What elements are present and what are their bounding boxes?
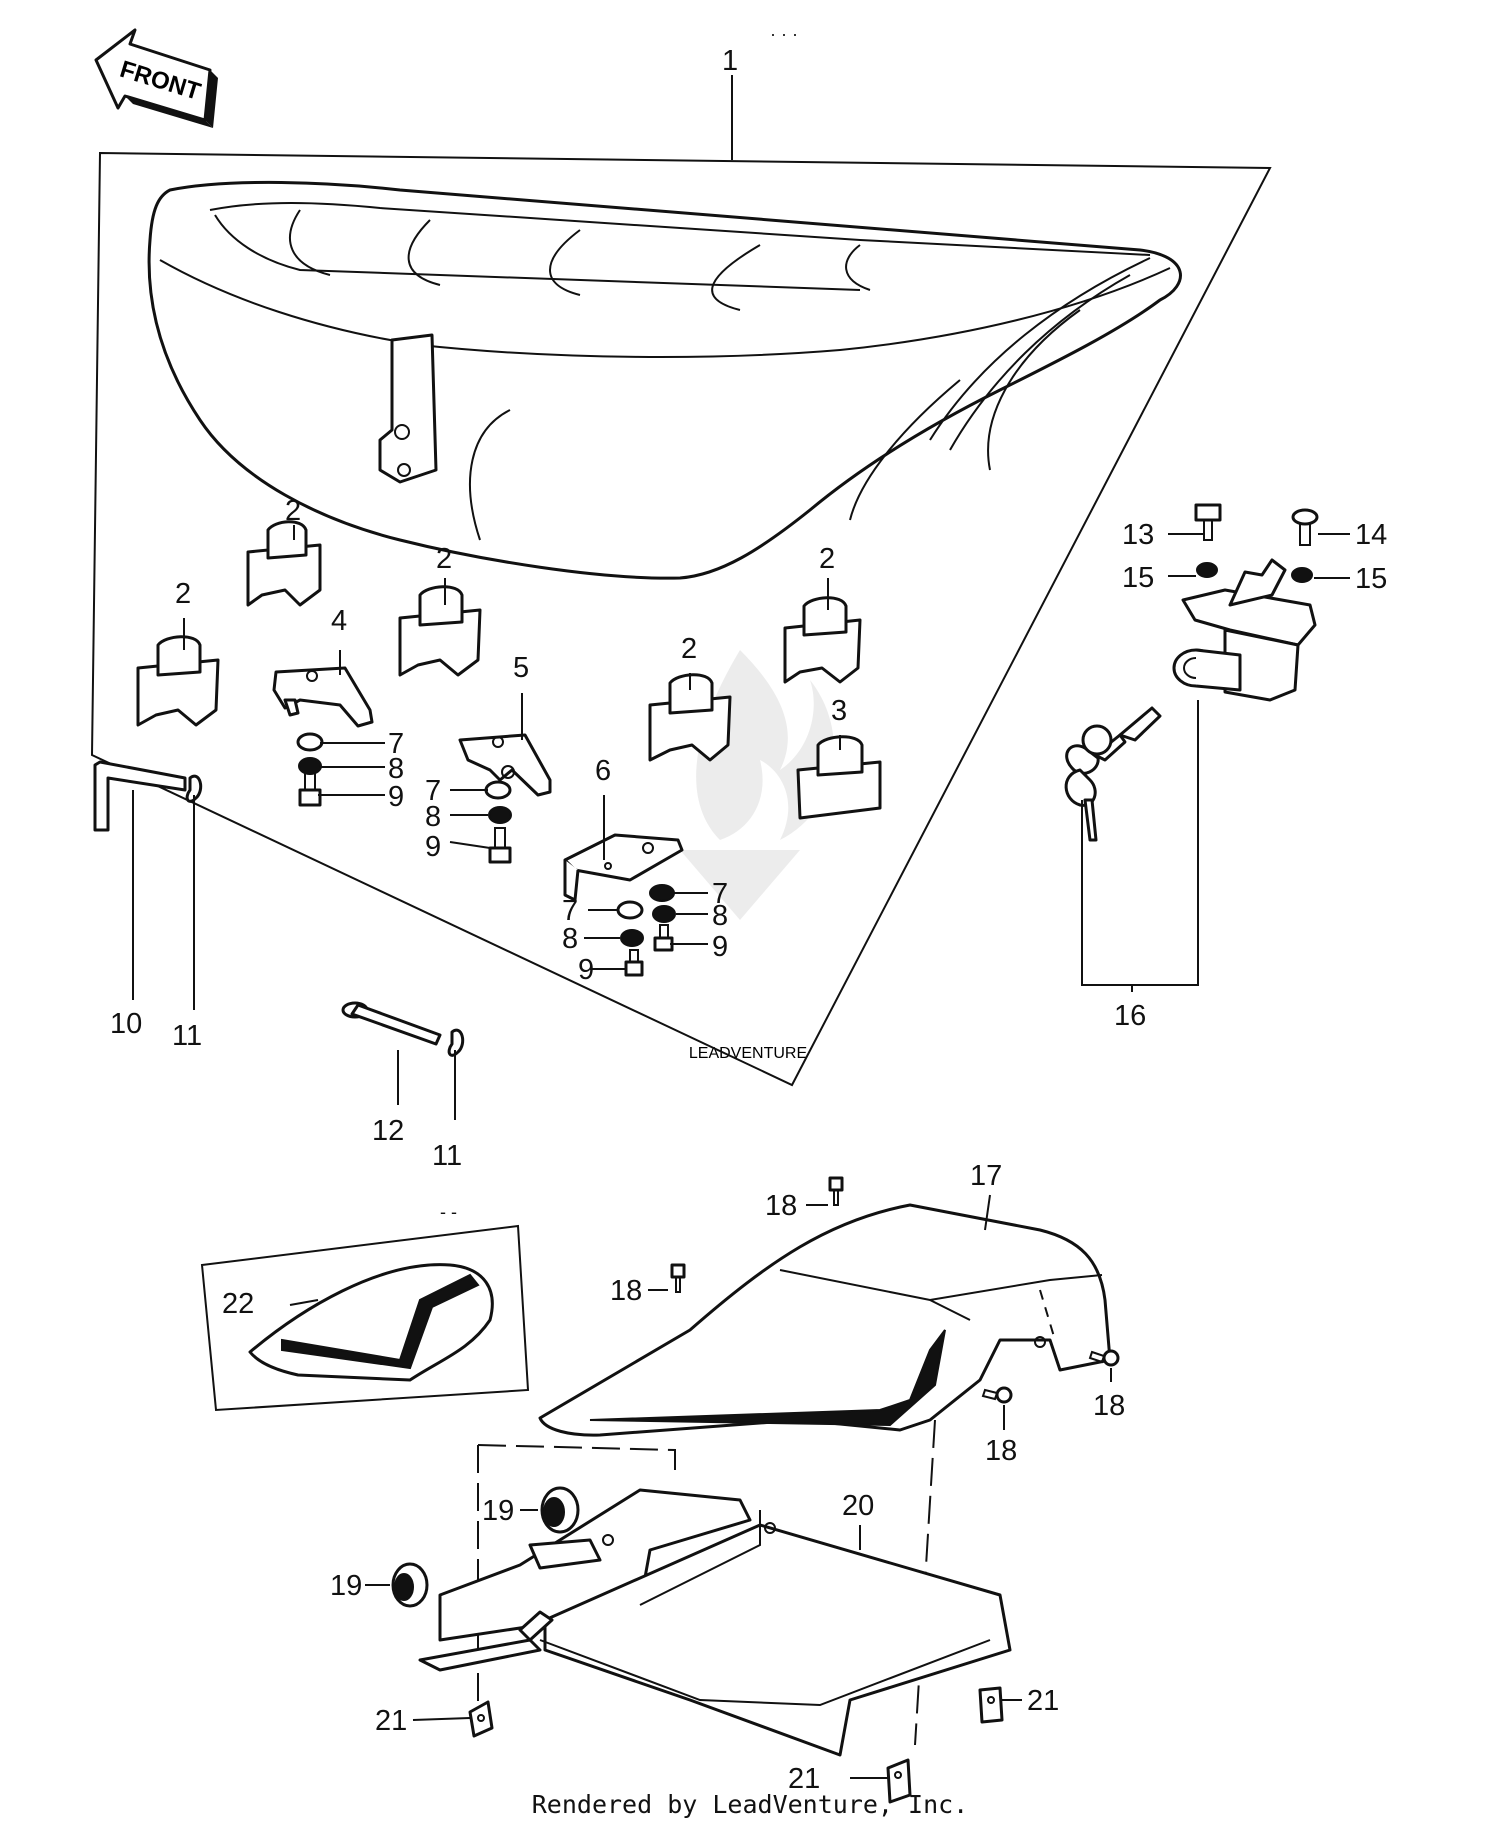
damper-2e xyxy=(648,673,732,762)
side-cover-22 xyxy=(248,1263,494,1382)
bracket-6 xyxy=(563,833,684,902)
callout-18: 18 xyxy=(610,1275,642,1307)
callout-11: 11 xyxy=(432,1140,462,1172)
callout-1: 1 xyxy=(722,45,738,77)
screw-18d xyxy=(981,1386,1013,1404)
damper-2c xyxy=(136,635,220,727)
seat-assembly-frame xyxy=(90,151,1272,1087)
damper-3 xyxy=(796,735,882,820)
front-arrow-icon: FRONT xyxy=(94,28,218,128)
callout-6: 6 xyxy=(595,755,611,787)
callout-18: 18 xyxy=(985,1435,1017,1467)
callout-9: 9 xyxy=(388,781,404,813)
bracket-4 xyxy=(272,666,374,728)
pin-12 xyxy=(341,1001,442,1046)
keys xyxy=(1064,706,1162,842)
inset-marks: - - xyxy=(440,1202,457,1222)
washer-15a xyxy=(1196,562,1218,578)
watermark-text: LEADVENTURE xyxy=(689,1045,807,1062)
callout-8: 8 xyxy=(562,923,578,955)
callout-4: 4 xyxy=(331,605,347,637)
callout-16: 16 xyxy=(1114,1000,1146,1032)
callout-2: 2 xyxy=(175,578,191,610)
screw-18a xyxy=(828,1176,844,1206)
clip-21a xyxy=(468,1700,494,1738)
grommet-19a xyxy=(540,1486,580,1534)
damper-2d xyxy=(783,596,862,684)
callout-19: 19 xyxy=(482,1495,514,1527)
callout-10: 10 xyxy=(110,1008,142,1040)
callout-18: 18 xyxy=(765,1190,797,1222)
grommet-19b xyxy=(391,1562,429,1608)
tail-cover-17 xyxy=(538,1203,1112,1437)
callout-13: 13 xyxy=(1122,519,1154,551)
tray-20 xyxy=(418,1488,1012,1757)
callout-14: 14 xyxy=(1355,519,1387,551)
callout-21: 21 xyxy=(1027,1685,1059,1717)
callout-2: 2 xyxy=(436,543,452,575)
bracket-5 xyxy=(458,733,552,797)
callout-9: 9 xyxy=(712,931,728,963)
callout-15: 15 xyxy=(1355,563,1387,595)
callout-21: 21 xyxy=(375,1705,407,1737)
top-marks: · · · xyxy=(770,24,798,44)
clip-11a xyxy=(185,774,203,803)
hardware-group-a xyxy=(296,732,324,807)
callout-7: 7 xyxy=(388,728,404,760)
washer-15b xyxy=(1291,567,1313,583)
callout-17: 17 xyxy=(970,1160,1002,1192)
callout-3: 3 xyxy=(831,695,847,727)
callout-19: 19 xyxy=(330,1570,362,1602)
screw-13 xyxy=(1194,503,1222,541)
clip-11b xyxy=(447,1028,465,1057)
callout-9: 9 xyxy=(578,954,594,986)
hardware-group-b xyxy=(484,780,512,864)
callout-8: 8 xyxy=(712,900,728,932)
seat xyxy=(147,180,1182,580)
callout-2: 2 xyxy=(285,495,301,527)
callout-8: 8 xyxy=(425,801,441,833)
callout-11: 11 xyxy=(172,1020,202,1052)
callout-15: 15 xyxy=(1122,562,1154,594)
callout-5: 5 xyxy=(513,652,529,684)
callouts: 1 2 2 2 2 2 3 4 5 6 7 8 9 7 8 9 7 7 8 8 … xyxy=(110,45,1387,1795)
callout-21: 21 xyxy=(788,1763,820,1795)
clip-21c xyxy=(886,1758,912,1804)
side-cover-inset-frame xyxy=(200,1224,530,1412)
seat-lock xyxy=(1172,558,1317,702)
callout-8: 8 xyxy=(388,753,404,785)
screw-14 xyxy=(1291,508,1319,546)
callout-22: 22 xyxy=(222,1288,254,1320)
callout-2: 2 xyxy=(681,633,697,665)
damper-2a xyxy=(246,520,322,607)
footer-credit: Rendered by LeadVenture, Inc. xyxy=(531,1790,969,1819)
screw-18b xyxy=(670,1263,686,1293)
callout-12: 12 xyxy=(372,1115,404,1147)
callout-2: 2 xyxy=(819,543,835,575)
callout-18: 18 xyxy=(1093,1390,1125,1422)
callout-20: 20 xyxy=(842,1490,874,1522)
damper-2b xyxy=(398,585,482,677)
screw-18c xyxy=(1088,1349,1120,1367)
clip-21b xyxy=(978,1686,1004,1724)
callout-9: 9 xyxy=(425,831,441,863)
leader-lines xyxy=(132,75,1350,1779)
hardware-group-c xyxy=(616,884,676,977)
rod-10 xyxy=(93,760,187,832)
callout-7: 7 xyxy=(562,895,578,927)
callout-7: 7 xyxy=(712,878,728,910)
callout-7: 7 xyxy=(425,775,441,807)
